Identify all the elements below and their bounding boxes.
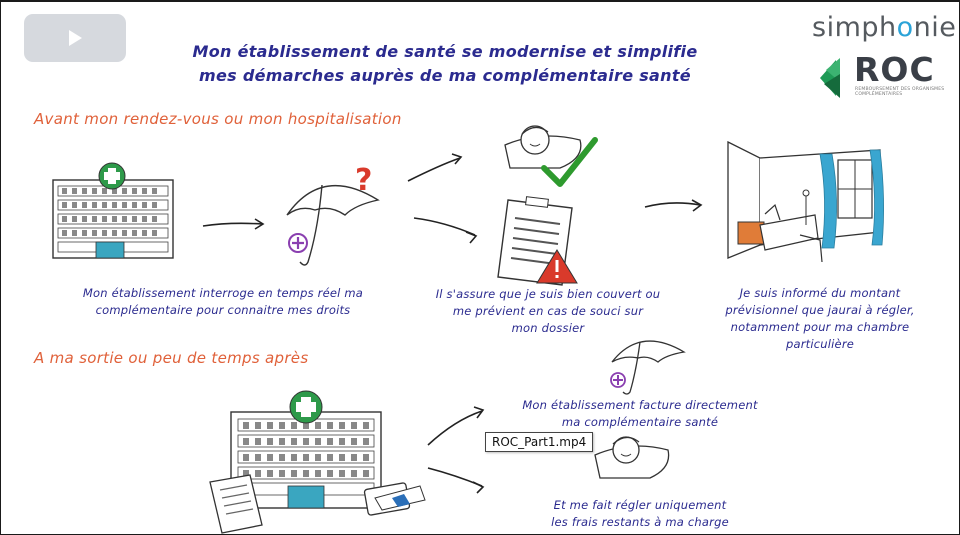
card-payment-icon xyxy=(363,482,426,516)
caption-line: Mon établissement facture directement xyxy=(522,398,758,412)
title-line-2: mes démarches auprès de ma complémentair… xyxy=(199,66,691,85)
caption-line: Et me fait régler uniquement xyxy=(553,498,727,512)
caption-estimated-amount: Je suis informé du montant prévisionnel … xyxy=(700,285,940,353)
brand-o: o xyxy=(896,12,914,43)
caption-line: particulière xyxy=(785,337,855,351)
caption-line: les frais restants à ma charge xyxy=(551,515,729,529)
caption-line: me prévient en cas de souci sur xyxy=(452,304,644,318)
warning-icon xyxy=(536,249,578,284)
play-button[interactable] xyxy=(24,14,126,62)
hospital-room-icon xyxy=(727,140,884,263)
filename-tooltip: ROC_Part1.mp4 xyxy=(485,432,594,452)
hospital-building-icon xyxy=(230,390,382,509)
section-before: Avant mon rendez-vous ou mon hospitalisa… xyxy=(34,110,402,128)
caption-direct-billing: Mon établissement facture directement ma… xyxy=(490,397,790,431)
arrow-icon xyxy=(202,222,263,227)
question-mark-icon: ? xyxy=(355,163,372,198)
caption-line: Mon établissement interroge en temps rée… xyxy=(82,286,364,300)
brand-post: nie xyxy=(913,12,957,43)
caption-line: Je suis informé du montant xyxy=(739,286,901,300)
umbrella-icon xyxy=(610,340,686,395)
caption-line: notamment pour ma chambre xyxy=(730,320,910,334)
brand-pre: simph xyxy=(812,12,897,43)
caption-line: Il s'assure que je suis bien couvert ou xyxy=(435,287,661,301)
section-after: A ma sortie ou peu de temps après xyxy=(34,349,309,367)
caption-query-rights: Mon établissement interroge en temps rée… xyxy=(48,285,398,319)
patient-in-bed-icon xyxy=(504,125,582,169)
simphonie-logo: simphonie xyxy=(812,12,956,43)
invoice-scroll-icon xyxy=(209,474,263,534)
title-line-1: Mon établissement de santé se modernise … xyxy=(192,42,698,61)
caption-coverage-check: Il s'assure que je suis bien couvert ou … xyxy=(408,286,688,337)
patient-in-bed-icon xyxy=(594,436,670,479)
checkmark-icon xyxy=(541,137,598,187)
caption-line: mon dossier xyxy=(511,321,585,335)
caption-line: ma complémentaire santé xyxy=(561,415,719,429)
roc-logo-text: ROC xyxy=(854,50,935,89)
caption-remaining-fees: Et me fait régler uniquement les frais r… xyxy=(500,497,780,531)
roc-logo-subtitle: REMBOURSEMENT DES ORGANISMES COMPLÉMENTA… xyxy=(855,87,945,97)
umbrella-icon xyxy=(286,184,380,266)
play-icon xyxy=(69,30,82,46)
hospital-building-icon xyxy=(52,162,174,259)
video-title: Mon établissement de santé se modernise … xyxy=(150,40,740,88)
caption-line: prévisionnel que jaurai à régler, xyxy=(725,303,915,317)
caption-line: complémentaire pour connaitre mes droits xyxy=(95,303,351,317)
